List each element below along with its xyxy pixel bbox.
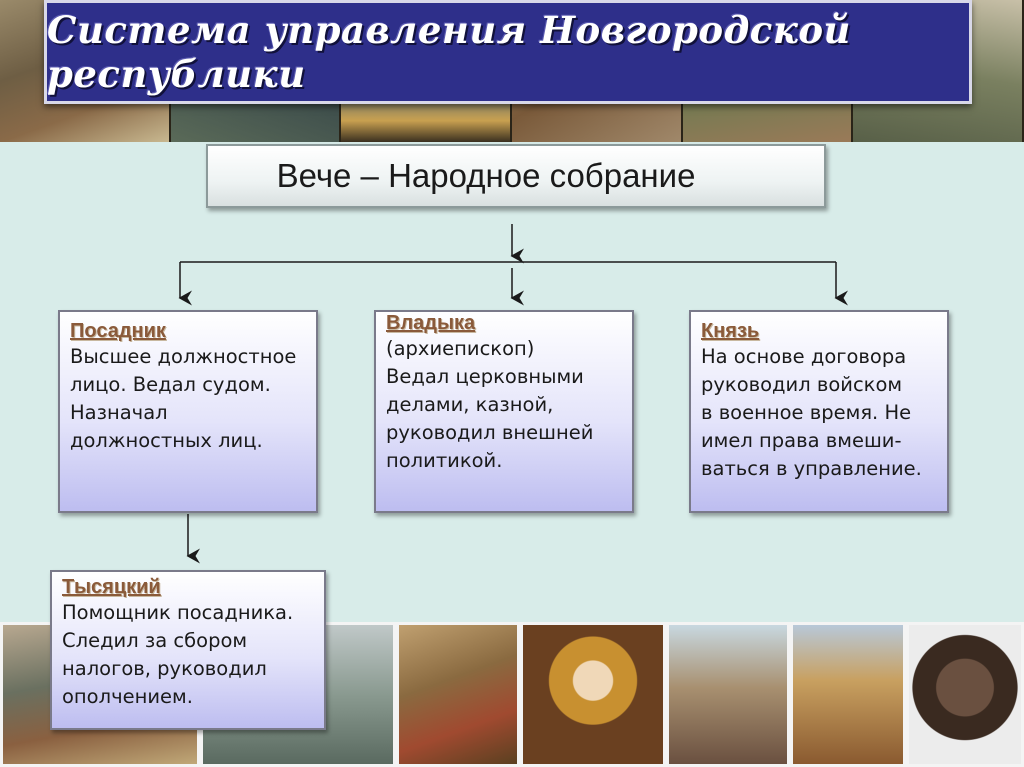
painting-image xyxy=(666,622,790,767)
veche-label: Вече – Народное собрание xyxy=(276,157,696,194)
bust-sculpture-image xyxy=(906,622,1024,767)
slide-title: Система управления Новгородской республи… xyxy=(47,8,851,96)
vladyka-description: (архиепископ) Ведал церковными делами, к… xyxy=(386,337,594,472)
tysyatsky-heading: Тысяцкий xyxy=(62,576,161,598)
veche-box: Вече – Народное собрание xyxy=(206,144,826,208)
tysyatsky-description: Помощник посадника. Следил за сбором нал… xyxy=(62,601,294,708)
posadnik-box: Посадник Высшее должностное лицо. Ведал … xyxy=(58,310,318,513)
painting-image xyxy=(790,622,906,767)
title-banner: Система управления Новгородской республи… xyxy=(44,0,972,104)
posadnik-description: Высшее должностное лицо. Ведал судом. На… xyxy=(70,345,297,452)
icon-painting-image xyxy=(520,622,666,767)
knyaz-heading: Князь xyxy=(701,320,760,342)
knyaz-description: На основе договора руководил войском в в… xyxy=(701,345,922,480)
knyaz-box: Князь На основе договора руководил войск… xyxy=(689,310,949,513)
vladyka-box: Владыка (архиепископ) Ведал церковными д… xyxy=(374,310,634,513)
posadnik-heading: Посадник xyxy=(70,320,166,342)
vladyka-heading: Владыка xyxy=(386,312,476,334)
painting-image xyxy=(396,622,520,767)
tysyatsky-box: Тысяцкий Помощник посадника. Следил за с… xyxy=(50,570,326,730)
